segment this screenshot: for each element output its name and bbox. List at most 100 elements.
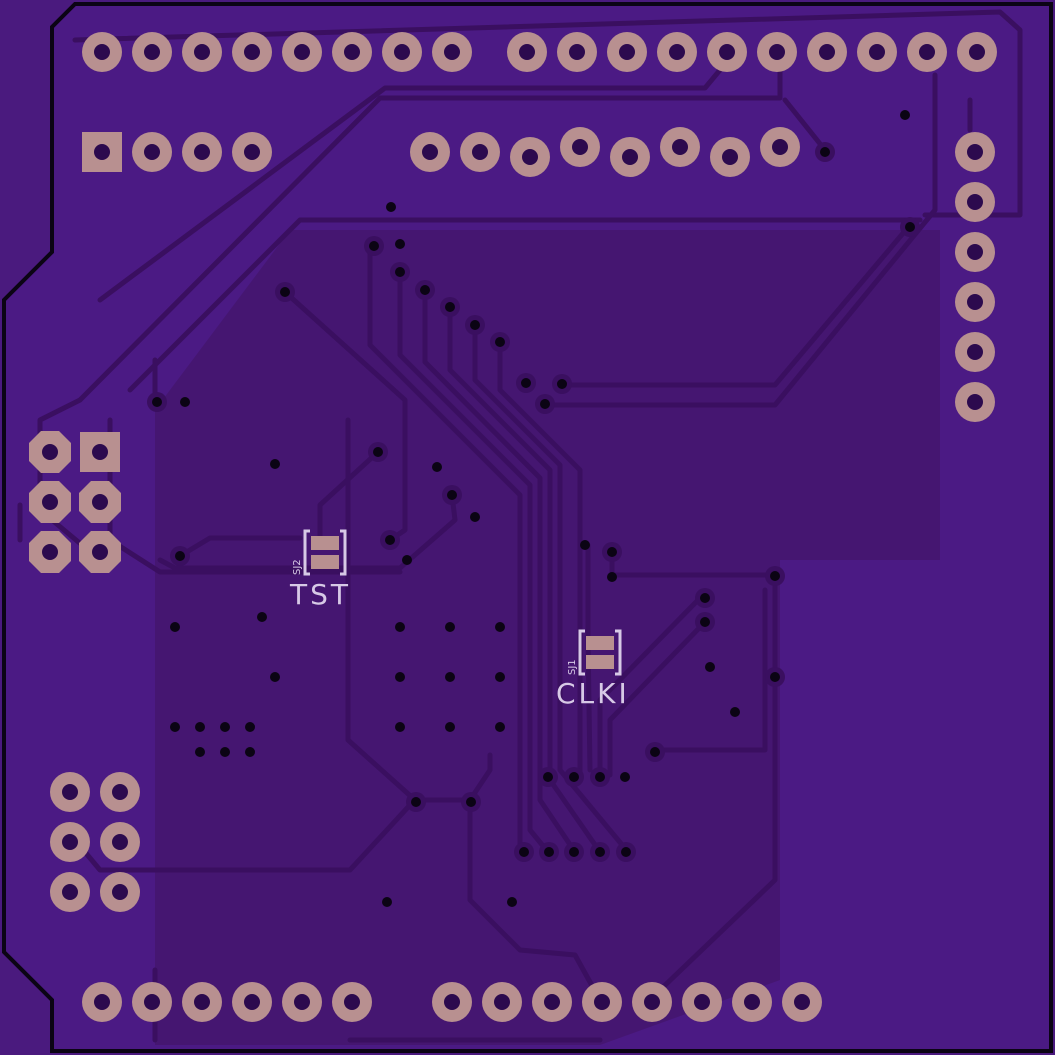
via [564, 842, 584, 862]
icsp-pin-1 [80, 432, 120, 472]
header-pin [955, 182, 995, 222]
header-pin [907, 32, 947, 72]
via [461, 792, 481, 812]
via-small [257, 612, 267, 622]
header-pin [955, 132, 995, 172]
header-pin [132, 132, 172, 172]
header-pin [82, 982, 122, 1022]
via-small [386, 202, 396, 212]
header-pin [757, 32, 797, 72]
via-small [705, 662, 715, 672]
header-pin [432, 982, 472, 1022]
via [380, 530, 400, 550]
header-pin [282, 32, 322, 72]
via [368, 442, 388, 462]
solder-jumper-sj2 [303, 529, 347, 576]
header-pin [100, 772, 140, 812]
via-small [245, 722, 255, 732]
header-pin-1 [82, 132, 122, 172]
via-small [730, 707, 740, 717]
via [590, 842, 610, 862]
header-pin [50, 772, 90, 812]
via-small [580, 540, 590, 550]
via-small [432, 462, 442, 472]
via [364, 236, 384, 256]
via-small [507, 897, 517, 907]
header-pin [955, 232, 995, 272]
header-pin [610, 137, 650, 177]
header-pin [557, 32, 597, 72]
via-small [620, 772, 630, 782]
header-pin [182, 982, 222, 1022]
header-pin [50, 822, 90, 862]
header-pin [760, 127, 800, 167]
label-tst: TST [289, 578, 351, 611]
vias-layer [147, 110, 920, 907]
header-pin [582, 982, 622, 1022]
solder-jumper-sj1 [578, 629, 622, 676]
via-small [180, 397, 190, 407]
header-pin [955, 332, 995, 372]
header-pin [732, 982, 772, 1022]
via [275, 282, 295, 302]
via-small [170, 622, 180, 632]
via [415, 280, 435, 300]
icsp-pin [79, 481, 121, 523]
header-pin [782, 982, 822, 1022]
via [442, 485, 462, 505]
header-pin [132, 32, 172, 72]
header-pin [410, 132, 450, 172]
via-small [382, 897, 392, 907]
via [765, 566, 785, 586]
header-pin [382, 32, 422, 72]
header-pin [232, 982, 272, 1022]
via [900, 217, 920, 237]
label-sj2: SJ2 [292, 559, 303, 575]
label-sj1: SJ1 [567, 659, 578, 675]
header-pin [182, 132, 222, 172]
via [516, 373, 536, 393]
header-pin [510, 137, 550, 177]
via [440, 297, 460, 317]
via [590, 767, 610, 787]
via [552, 374, 572, 394]
header-pin [232, 132, 272, 172]
via [390, 262, 410, 282]
via [815, 142, 835, 162]
via [538, 767, 558, 787]
via-small [470, 512, 480, 522]
header-pin [955, 282, 995, 322]
via-small [900, 110, 910, 120]
header-pin [707, 32, 747, 72]
icsp-pin [29, 481, 71, 523]
via-small [445, 722, 455, 732]
via [602, 542, 622, 562]
header-pin [957, 32, 997, 72]
header-pin [507, 32, 547, 72]
via-small [607, 572, 617, 582]
via-small [220, 722, 230, 732]
via-small [495, 722, 505, 732]
via-small [402, 555, 412, 565]
header-pin [682, 982, 722, 1022]
header-pin [532, 982, 572, 1022]
icsp-pin [79, 531, 121, 573]
trace-group [17, 9, 1023, 1043]
header-pin [232, 32, 272, 72]
header-pin [182, 32, 222, 72]
via-small [170, 722, 180, 732]
header-pin [857, 32, 897, 72]
via [616, 842, 636, 862]
via [465, 315, 485, 335]
via-small [395, 722, 405, 732]
icsp-pin [29, 431, 71, 473]
header-pin [100, 872, 140, 912]
via [490, 332, 510, 352]
pads-layer [29, 32, 997, 1022]
via [406, 792, 426, 812]
header-pin [607, 32, 647, 72]
via-small [195, 722, 205, 732]
via-small [495, 622, 505, 632]
via [147, 392, 167, 412]
